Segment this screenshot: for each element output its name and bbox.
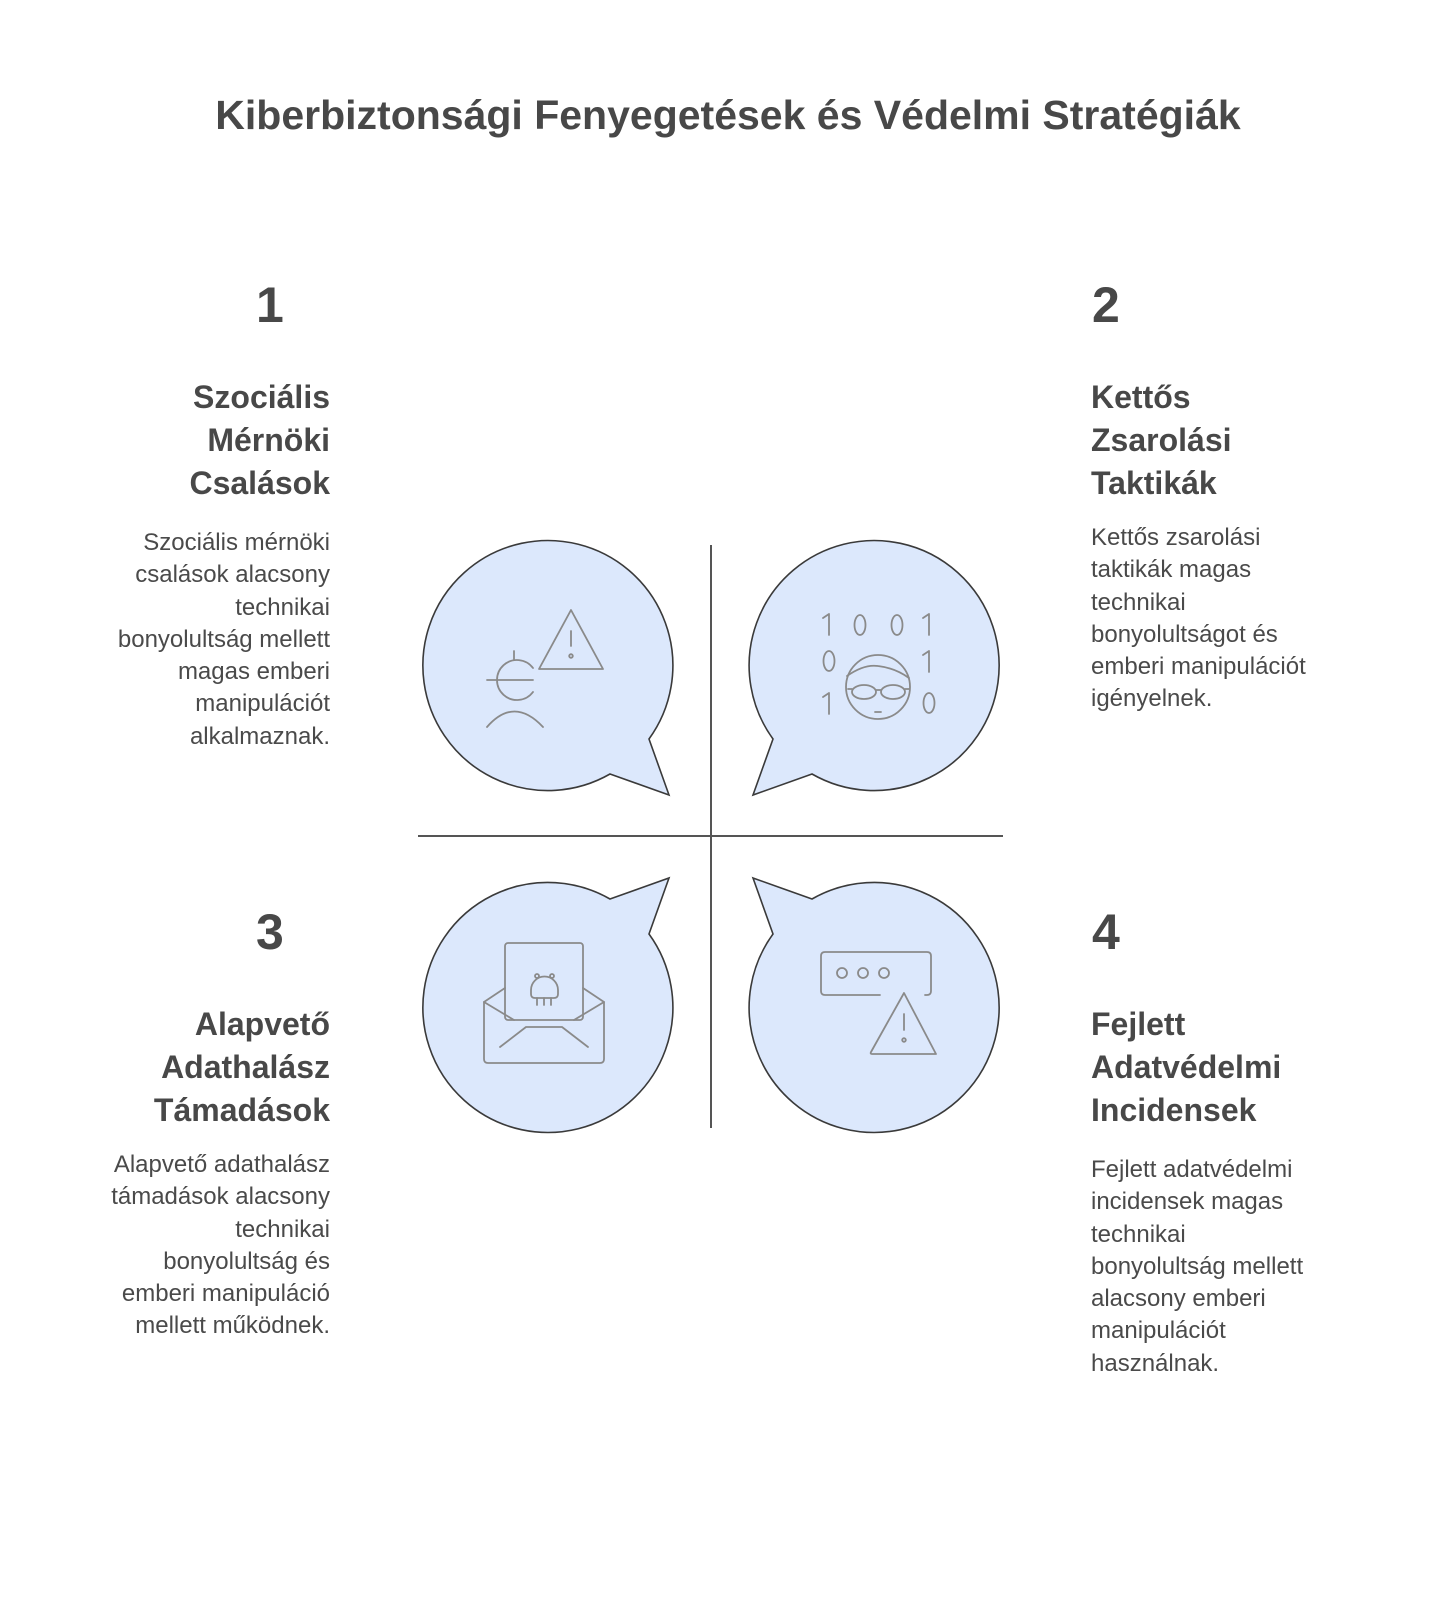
quadrant-4-heading: Fejlett Adatvédelmi Incidensek xyxy=(1091,1006,1282,1128)
quadrant-4-description: Fejlett adatvédelmi incidensek magas tec… xyxy=(1091,1156,1304,1377)
speech-bubble-3 xyxy=(422,876,674,1134)
quadrant-1-heading: Szociális Mérnöki Csalások xyxy=(189,379,330,501)
quadrant-1-number: 1 xyxy=(256,277,284,333)
quadrant-1-description: Szociális mérnöki csalások alacsony tech… xyxy=(117,529,330,750)
quadrant-3-heading: Alapvető Adathalász Támadások xyxy=(153,1006,330,1128)
speech-bubble-1 xyxy=(422,539,674,797)
quadrant-3-number: 3 xyxy=(256,904,284,960)
password-breach-warning-icon xyxy=(820,951,937,1055)
quadrant-2-number: 2 xyxy=(1092,277,1120,333)
quadrant-2-heading: Kettős Zsarolási Taktikák xyxy=(1091,379,1232,501)
speech-bubble-2 xyxy=(748,539,1000,797)
speech-bubble-4 xyxy=(748,876,1000,1134)
quadrant-3-description: Alapvető adathalász támadások alacsony t… xyxy=(111,1151,330,1340)
page-title: Kiberbiztonsági Fenyegetések és Védelmi … xyxy=(215,92,1241,138)
quadrant-2-description: Kettős zsarolási taktikák magas technika… xyxy=(1091,524,1306,713)
social-engineer-warning-icon xyxy=(486,609,604,728)
quadrant-4-number: 4 xyxy=(1092,904,1120,960)
hacker-binary-icon xyxy=(822,613,936,720)
phishing-email-skull-icon xyxy=(483,942,605,1064)
